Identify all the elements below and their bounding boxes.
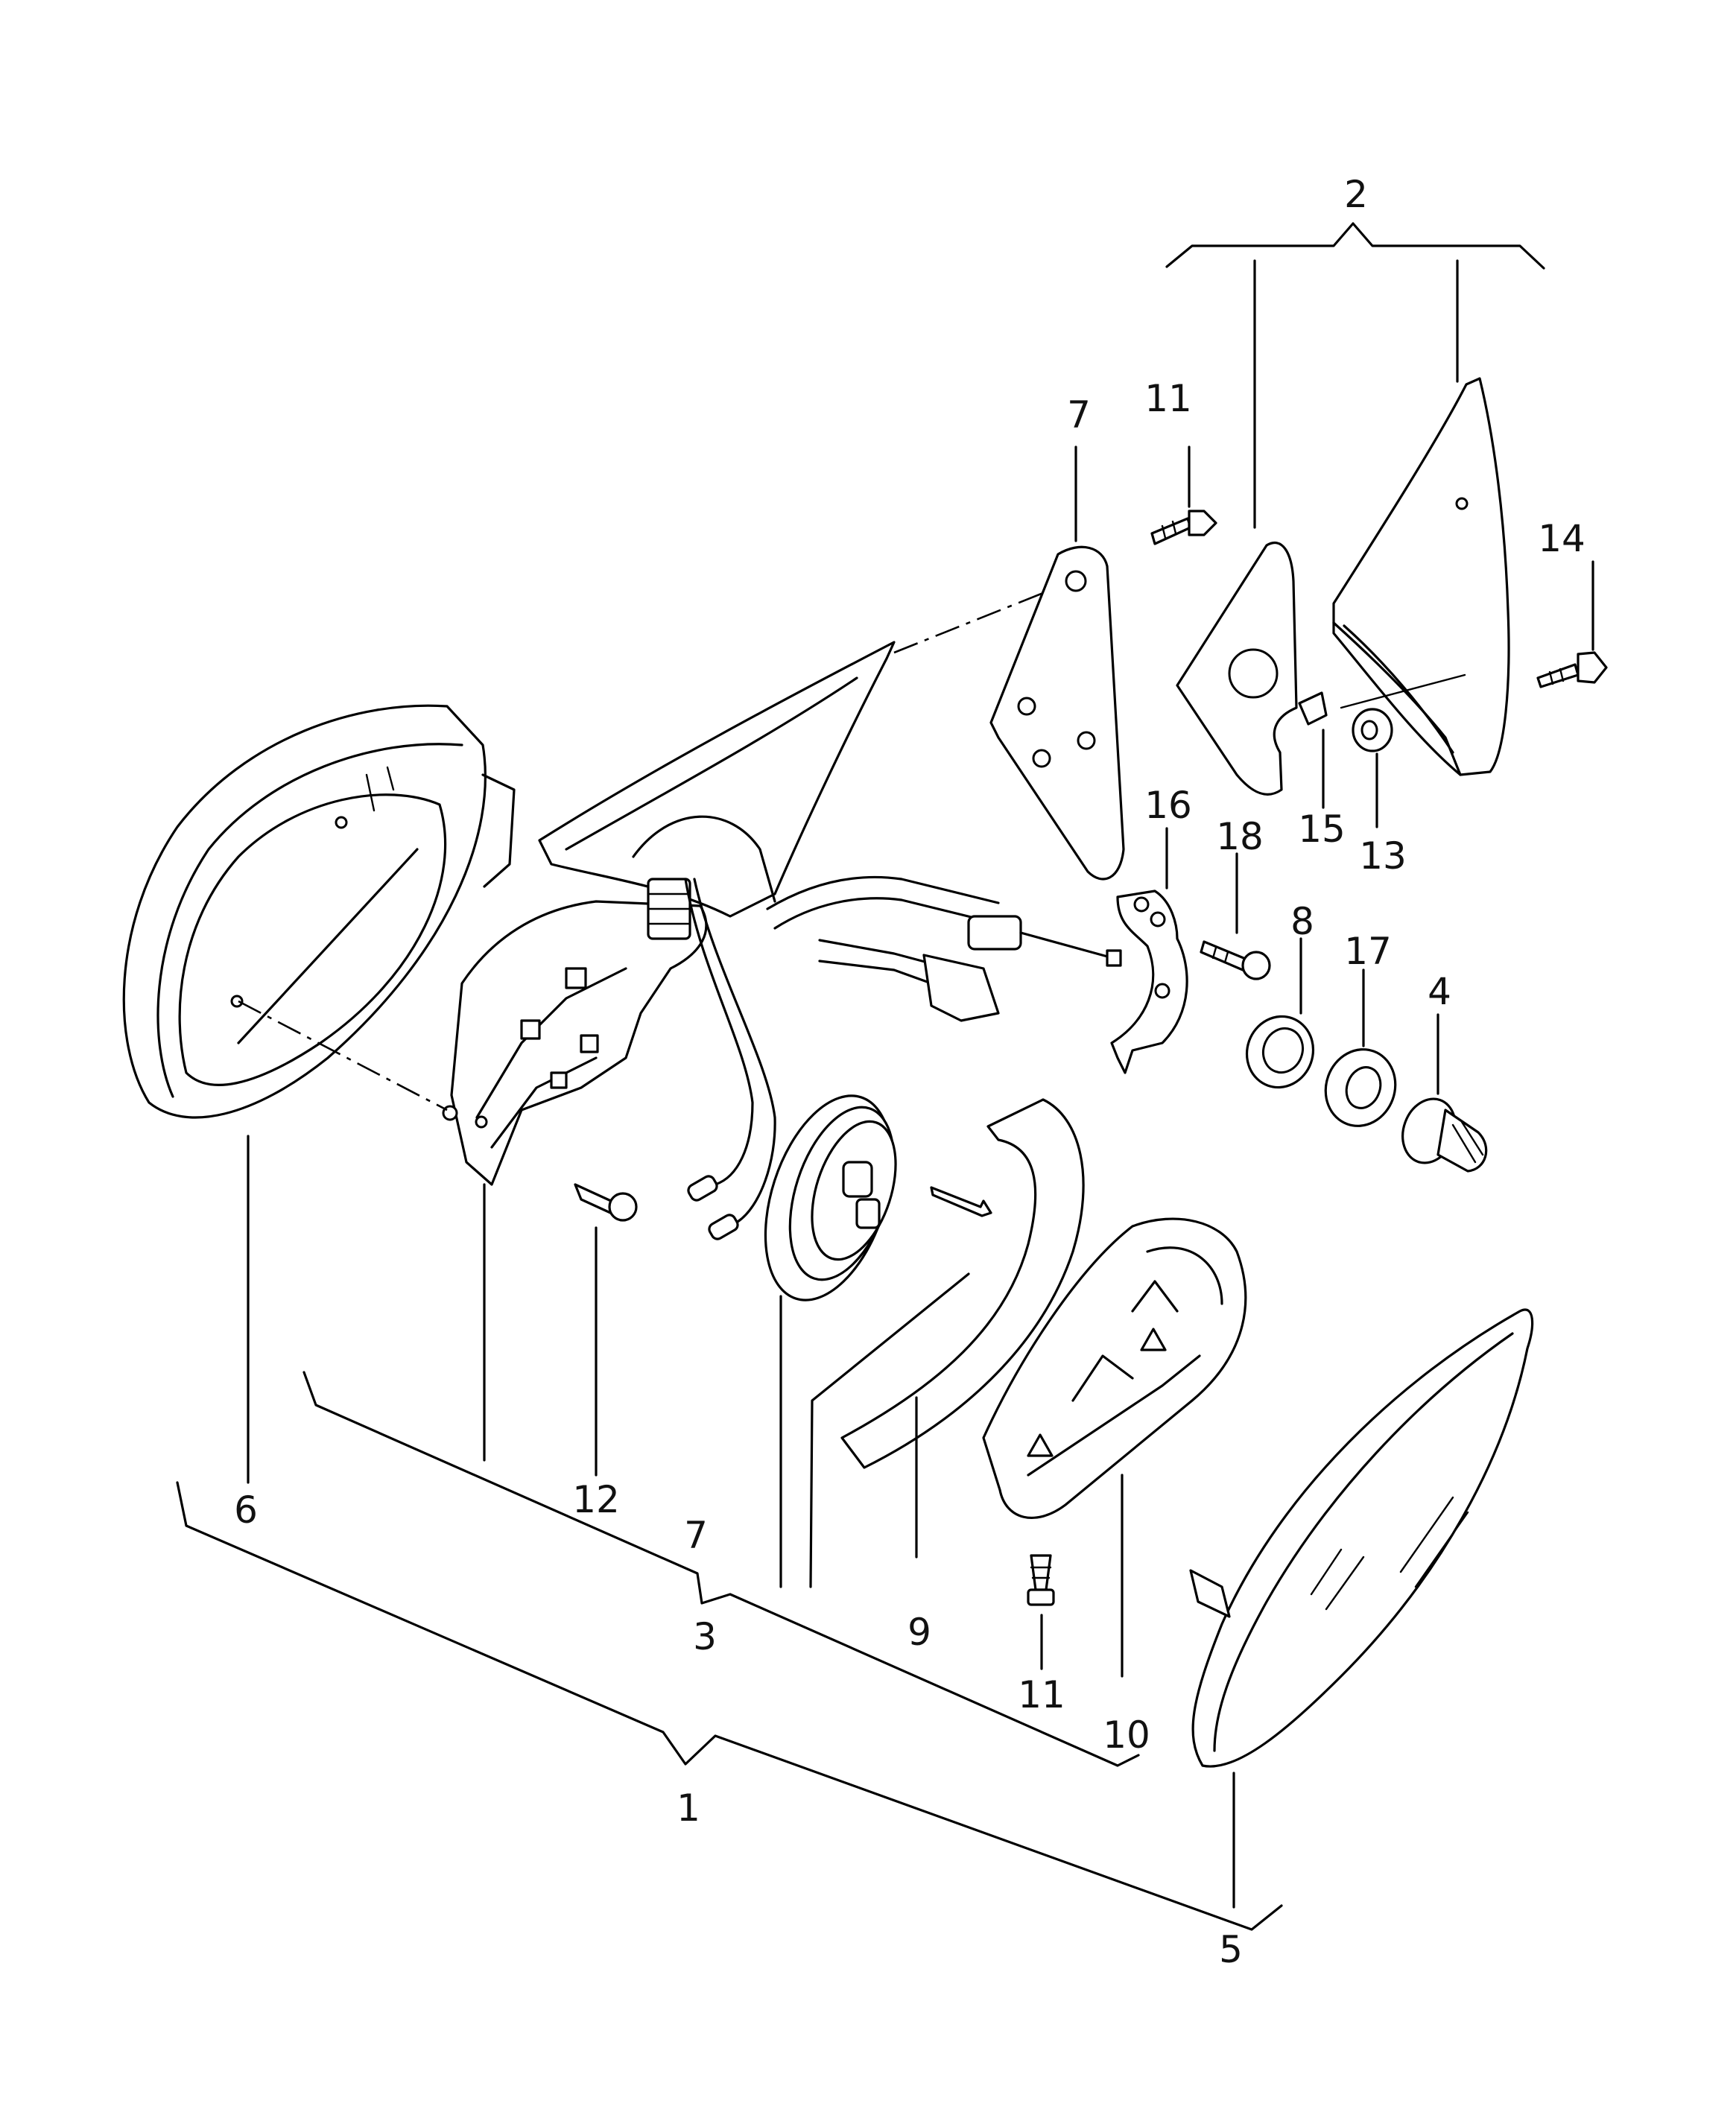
callout-5: 5: [1219, 1928, 1243, 1971]
svg-text:7: 7: [1067, 393, 1091, 437]
lower-housing-part-10: [982, 1217, 1247, 1678]
mounting-plate-part-7: [989, 445, 1125, 881]
callout-16: 16: [1144, 784, 1192, 827]
callout-17: 17: [1344, 930, 1392, 973]
svg-text:8: 8: [1290, 900, 1314, 943]
screw-part-18: [1200, 852, 1271, 980]
adjuster-motor-part-7: [764, 1094, 897, 1588]
svg-text:2: 2: [1344, 173, 1368, 216]
bulb-part-4: [1401, 1013, 1488, 1173]
callout-18: 18: [1216, 815, 1264, 858]
svg-text:10: 10: [1103, 1713, 1150, 1757]
bracket-assembly-3: [302, 1371, 1140, 1767]
svg-text:18: 18: [1216, 815, 1264, 858]
svg-text:11: 11: [1144, 377, 1192, 420]
callout-9: 9: [907, 1611, 931, 1654]
screw-part-14: [1536, 560, 1608, 688]
bracket-assembly-2: [1165, 222, 1545, 529]
callout-1: 1: [677, 1786, 700, 1830]
grommet-part-17: [1324, 968, 1397, 1127]
callout-7a: 7: [1067, 393, 1091, 437]
callout-11a: 11: [1144, 377, 1192, 420]
callout-12: 12: [572, 1478, 620, 1521]
svg-text:1: 1: [677, 1786, 700, 1830]
svg-text:7: 7: [684, 1514, 708, 1557]
callout-2: 2: [1344, 173, 1368, 216]
alignment-line-cap: [238, 1000, 448, 1112]
mirror-base-part-3: [442, 641, 1122, 1462]
nut-part-13: [1352, 708, 1393, 828]
callout-6: 6: [234, 1488, 258, 1532]
svg-text:11: 11: [1018, 1673, 1065, 1716]
svg-text:16: 16: [1144, 784, 1192, 827]
svg-text:12: 12: [572, 1478, 620, 1521]
callout-8: 8: [1290, 900, 1314, 943]
screw-part-12: [574, 1183, 638, 1477]
ring-part-8: [1245, 937, 1315, 1089]
clip-part-15: [1298, 691, 1328, 809]
svg-text:17: 17: [1344, 930, 1392, 973]
callout-3: 3: [693, 1615, 717, 1658]
callout-11b: 11: [1018, 1673, 1065, 1716]
trim-strip-part-9: [809, 1098, 1085, 1588]
screw-part-11-lower: [1027, 1554, 1055, 1670]
bracket-part-16: [1110, 827, 1188, 1074]
svg-text:6: 6: [234, 1488, 258, 1532]
svg-text:3: 3: [693, 1615, 717, 1658]
svg-text:14: 14: [1538, 517, 1585, 560]
callout-13: 13: [1359, 834, 1407, 878]
bracket-assembly-1: [176, 1481, 1283, 1931]
svg-text:4: 4: [1428, 970, 1451, 1013]
callout-7b: 7: [684, 1514, 708, 1557]
svg-text:13: 13: [1359, 834, 1407, 878]
mirror-glass-part-5: [1189, 1308, 1534, 1909]
screw-part-11-top: [1150, 445, 1217, 545]
mirror-cap-part-6: [122, 704, 516, 1484]
svg-text:9: 9: [907, 1611, 931, 1654]
svg-text:5: 5: [1219, 1928, 1243, 1971]
glass-plate-part-2b: [1332, 377, 1510, 776]
svg-text:15: 15: [1298, 808, 1346, 851]
alignment-line-plate: [893, 580, 1074, 654]
callout-4: 4: [1428, 970, 1451, 1013]
screw-small: [930, 1186, 992, 1217]
callout-10: 10: [1103, 1713, 1150, 1757]
callout-14: 14: [1538, 517, 1585, 560]
glass-plate-part-2a: [1176, 541, 1298, 796]
callout-15: 15: [1298, 808, 1346, 851]
